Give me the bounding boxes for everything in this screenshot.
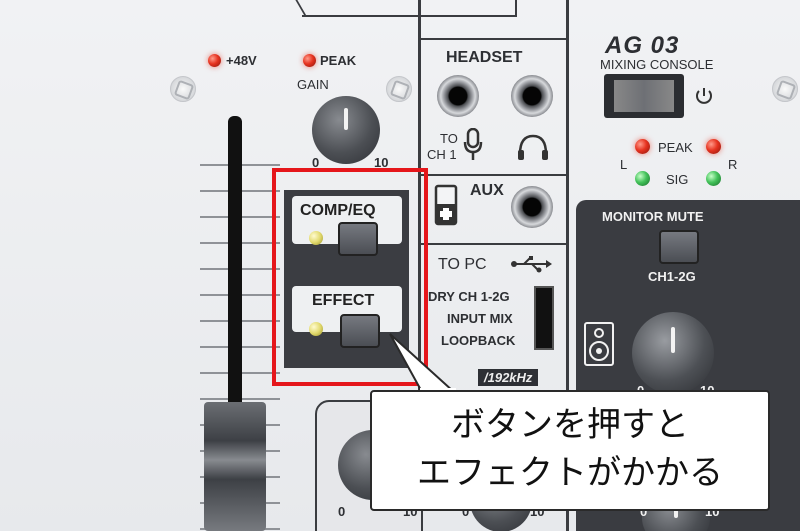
sig-meter-label: SIG — [666, 172, 689, 187]
microphone-icon — [463, 128, 483, 160]
headphones-icon — [518, 134, 548, 160]
usb-icon — [511, 256, 552, 273]
monitor-title: MONITOR MUTE — [602, 209, 704, 224]
effect-label: EFFECT — [312, 292, 375, 309]
panel-divider-topc — [418, 243, 568, 245]
gain-min-label: 0 — [312, 155, 320, 170]
comp-eq-button[interactable] — [338, 222, 378, 256]
ch1-label: CH 1 — [427, 147, 457, 162]
monitor-mute-button[interactable] — [659, 230, 699, 264]
mic-jack[interactable] — [437, 75, 479, 117]
to-pc-option-loopback: LOOPBACK — [441, 333, 516, 348]
gain-label: GAIN — [297, 77, 329, 92]
monitor-button-label: CH1-2G — [648, 269, 696, 284]
screw-center — [386, 76, 412, 102]
headphone-jack[interactable] — [511, 75, 553, 117]
bottom-knob-c-min: 0 — [640, 504, 648, 519]
gain-knob[interactable] — [312, 96, 380, 164]
screw-right — [772, 76, 798, 102]
peak-led — [303, 54, 316, 67]
phone-aux-icon — [434, 184, 458, 226]
phantom-label: +48V — [226, 53, 257, 68]
model-name: AG 03 — [605, 32, 680, 59]
power-switch[interactable] — [604, 74, 684, 118]
to-pc-option-dry: DRY CH 1-2G — [428, 289, 510, 304]
bottom-knob-b-min: 0 — [462, 504, 470, 519]
to-pc-spec: /192kHz — [478, 369, 539, 386]
meter-left-label: L — [620, 157, 628, 172]
power-icon — [696, 88, 712, 104]
to-pc-switch[interactable] — [534, 286, 554, 350]
speaker-icon — [584, 322, 614, 366]
peak-meter-label: PEAK — [658, 140, 693, 155]
sig-led-right — [706, 171, 721, 186]
aux-jack[interactable] — [511, 186, 553, 228]
callout-line-2: エフェクトがかかる — [417, 453, 723, 493]
meter-right-label: R — [728, 157, 738, 172]
top-panel-edge-3 — [515, 0, 517, 17]
callout-tail — [389, 333, 457, 394]
phantom-led — [208, 54, 221, 67]
panel-divider-top — [418, 38, 568, 40]
peak-led-left — [635, 139, 650, 154]
to-pc-label: TO PC — [438, 256, 487, 273]
panel-divider-right — [566, 0, 569, 531]
to-pc-option-mix: INPUT MIX — [447, 311, 513, 326]
top-panel-edge-2 — [302, 15, 517, 17]
peak-led-right — [706, 139, 721, 154]
callout-line-1: ボタンを押すと — [451, 405, 689, 445]
comp-eq-label: COMP/EQ — [300, 202, 376, 219]
monitor-knob[interactable] — [632, 312, 714, 394]
to-label: TO — [440, 131, 458, 146]
panel-divider-aux — [418, 174, 568, 176]
peak-label: PEAK — [320, 53, 357, 68]
comp-eq-led — [309, 231, 323, 245]
headset-title: HEADSET — [446, 49, 523, 66]
effect-led — [309, 322, 323, 336]
callout-box: ボタンを押すと エフェクトがかかる — [370, 390, 770, 511]
sig-led-left — [635, 171, 650, 186]
effect-button[interactable] — [340, 314, 380, 348]
panel-divider-left — [418, 0, 421, 531]
top-panel-edge — [295, 0, 307, 16]
highlight-box — [272, 168, 428, 386]
bottom-knob-a-min: 0 — [338, 504, 346, 519]
screw-left — [170, 76, 196, 102]
gain-max-label: 10 — [374, 155, 389, 170]
model-subtitle: MIXING CONSOLE — [600, 57, 714, 72]
aux-label: AUX — [470, 182, 504, 199]
fader-cap[interactable] — [204, 402, 266, 531]
